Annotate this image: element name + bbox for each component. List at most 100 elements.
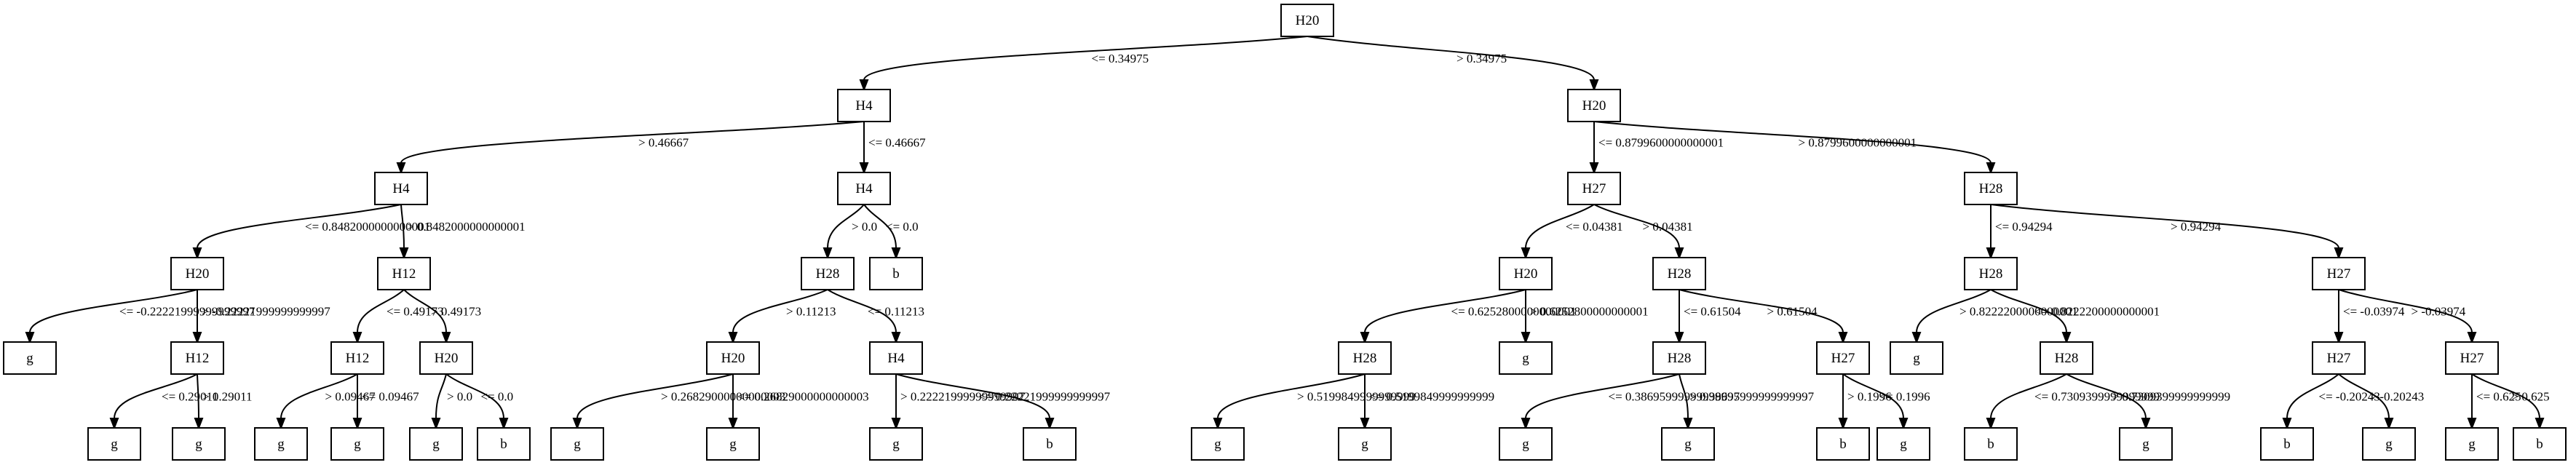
tree-node: H20 [419,341,473,375]
edge-line [827,289,897,333]
edge-label: <= 0.11213 [868,305,924,319]
edge-line [895,373,1050,419]
node-box [1499,257,1553,290]
arrowhead-icon [352,332,362,344]
edge-line [1679,289,1844,333]
node-box [1191,427,1245,461]
edge-label: <= 0.6252800000000001 [1451,305,1577,319]
edge-line [2471,373,2540,419]
node-label: g [2142,437,2149,452]
edge-line [1525,204,1595,249]
tree-edge: > -0.03974 [2338,289,2477,344]
node-box [419,341,473,375]
arrowhead-icon [2384,418,2394,430]
edge-label: <= 0.29011 [162,390,218,404]
tree-edge: <= 0.22221999999999997 [895,373,1111,430]
tree-node: g [869,427,923,461]
node-label: g [1684,437,1692,452]
tree-edge: <= 0.7309399999999999 [1986,373,2160,430]
node-label: H28 [816,266,840,282]
node-box [2260,427,2314,461]
edge-label: > 0.625 [2512,390,2550,404]
node-label: H4 [887,351,905,366]
edge-label: <= 0.22221999999999997 [979,390,1111,404]
node-label: H27 [2327,351,2351,366]
tree-node: g [254,427,308,461]
edge-line [400,204,405,249]
arrowhead-icon [2061,332,2072,344]
node-label: H4 [855,181,873,196]
node-label: g [1900,437,1907,452]
tree-edge: > 0.46667 [396,121,865,175]
tree-node: H12 [377,257,431,290]
tree-node: H27 [1816,341,1870,375]
node-box [1661,427,1715,461]
node-box [409,427,463,461]
arrowhead-icon [859,79,869,92]
node-box [2312,257,2366,290]
node-box [869,427,923,461]
node-label: b [2536,437,2543,452]
tree-edge: > 0.7309399999999999 [2066,373,2230,430]
edge-line [732,289,828,333]
edge-line [1990,289,2067,333]
tree-node: b [2260,427,2314,461]
arrowhead-icon [1986,418,1996,430]
edge-line [2286,373,2339,419]
tree-node: g [706,427,760,461]
arrowhead-icon [1911,332,1922,344]
node-label: b [1839,437,1847,452]
tree-edge: > 0.11213 [728,289,836,344]
tree-node: H20 [706,341,760,375]
tree-edge: > 0.0 [823,204,877,260]
tree-node: H27 [1567,172,1621,205]
node-label: b [2283,437,2291,452]
edge-label: <= 0.38695999999999997 [1609,390,1740,404]
node-box [1876,427,1930,461]
edge-line [1990,373,2067,419]
node-label: g [354,437,361,452]
tree-edge: <= 0.0 [863,204,919,260]
tree-edge: <= -0.22221999999999997 [25,289,255,344]
edge-label: <= -0.20243 [2319,390,2380,404]
edge-line [827,204,865,249]
edge-label: <= 0.7309399999999999 [2034,390,2160,404]
edge-label: > 0.04381 [1643,220,1693,234]
edge-label: <= 0.09467 [362,390,419,404]
arrowhead-icon [194,418,204,430]
tree-edge: > 0.38695999999999997 [1679,373,1815,430]
tree-node: H27 [2312,257,2366,290]
tree-node: g [550,427,604,461]
tree-node: H4 [837,172,891,205]
node-label: b [500,437,507,452]
node-label: g [1361,437,1368,452]
node-label: H20 [1296,13,1320,28]
node-box [1499,341,1553,375]
node-label: H28 [1668,266,1692,282]
edge-label: > 0.5199849999999999 [1297,390,1416,404]
edge-line [1525,373,1680,419]
tree-edge: <= 0.8799600000000001 [1589,121,1724,175]
node-box [2312,341,2366,375]
tree-node: H20 [170,257,224,290]
edge-line [2338,373,2390,419]
node-box [869,341,923,375]
tree-node: H28 [1652,341,1706,375]
edge-line [1679,373,1689,419]
node-label: g [1913,351,1920,366]
arrowhead-icon [728,418,738,430]
node-label: H12 [186,351,210,366]
tree-node: g [3,341,57,375]
tree-node: b [1816,427,1870,461]
node-label: g [2468,437,2476,452]
tree-node: g [2362,427,2416,461]
edge-label: > 0.0 [852,220,877,234]
edge-label: > 0.26829000000000003 [661,390,785,404]
arrowhead-icon [891,332,901,344]
edge-label: <= 0.34975 [1092,52,1149,65]
tree-node: H28 [1964,172,2018,205]
tree-node: g [1499,427,1553,461]
arrowhead-icon [25,332,35,344]
arrowhead-icon [2467,332,2477,344]
